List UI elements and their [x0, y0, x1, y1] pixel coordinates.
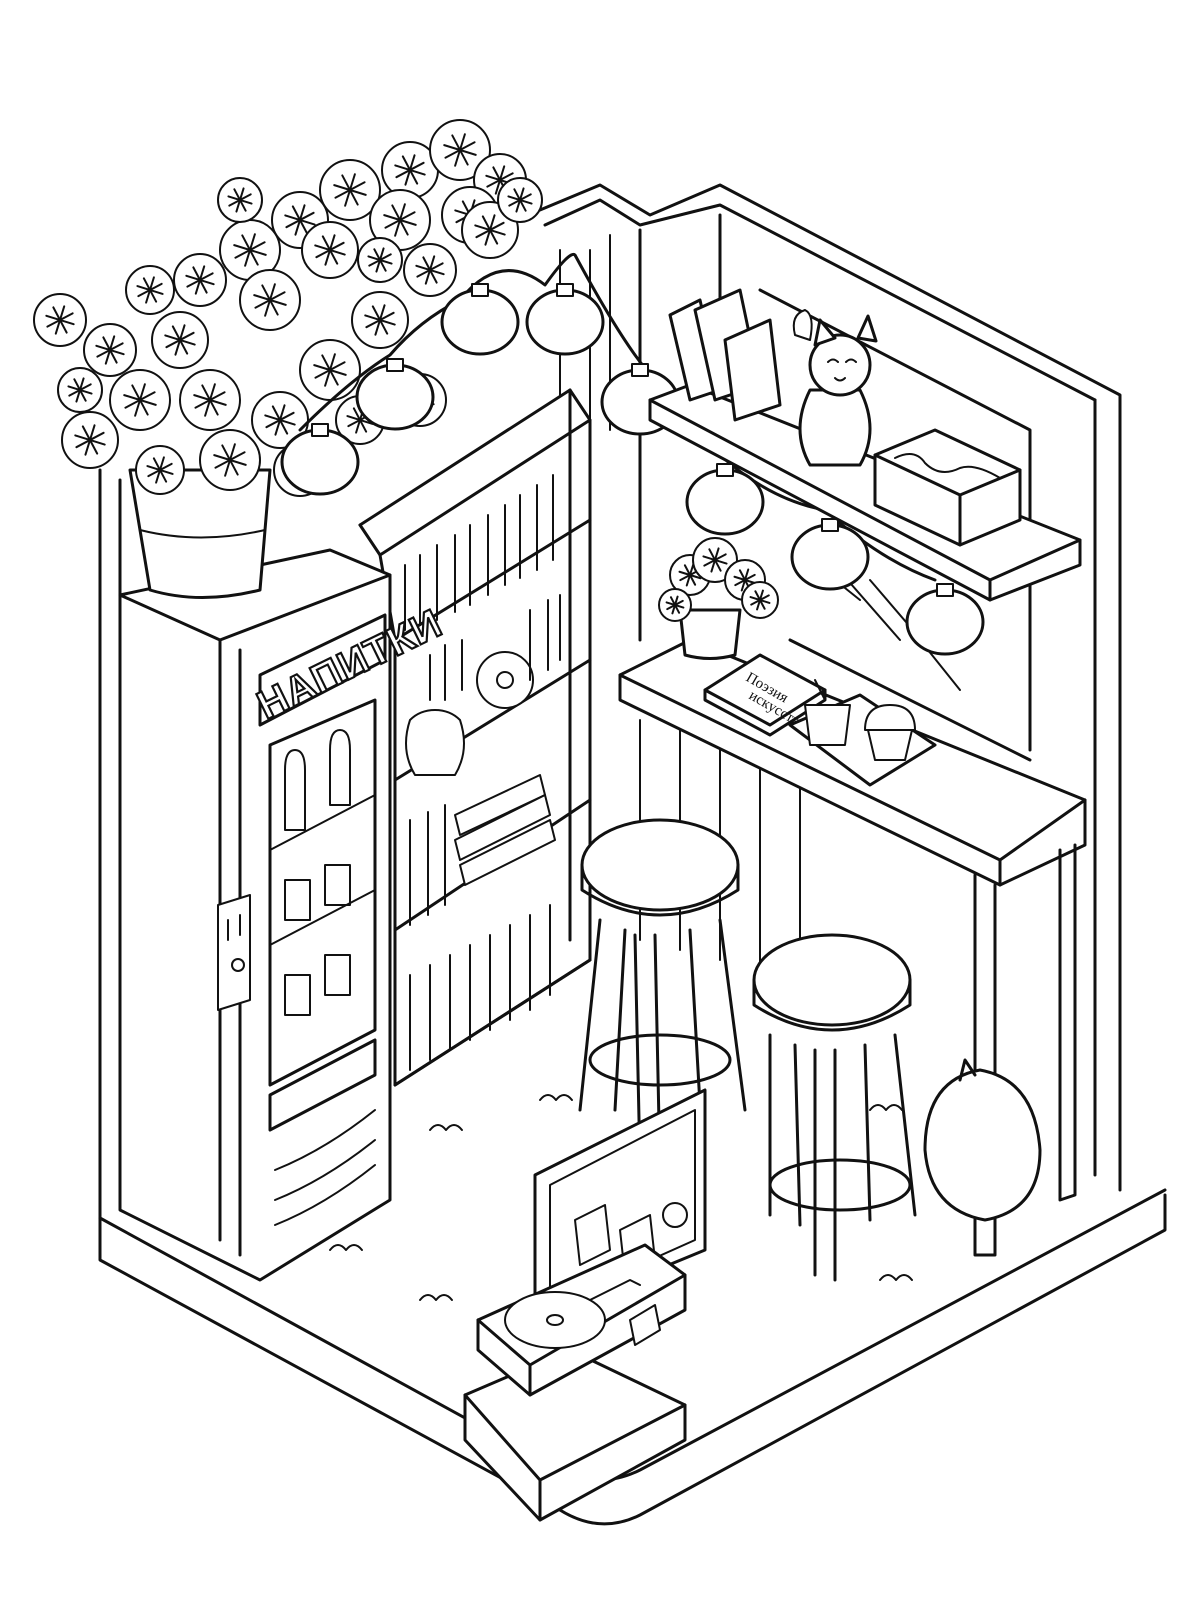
leaf-vein: [254, 291, 286, 309]
books-row-3: [409, 774, 556, 926]
wall-shelf: [648, 288, 1082, 602]
paper-lantern: [280, 428, 360, 496]
leaf-vein: [165, 331, 195, 349]
leaf-vein: [214, 451, 246, 469]
leaf-vein: [265, 411, 295, 429]
paper-lantern: [440, 288, 520, 356]
books-row-4: [409, 904, 551, 1071]
leaf-vein: [750, 594, 770, 606]
books-row-1: [404, 474, 554, 631]
bar-stool-left: [578, 818, 747, 1172]
lantern-cap: [311, 423, 329, 437]
paper-lantern: [525, 288, 605, 356]
leaf-vein: [68, 383, 92, 397]
record-player: [463, 1088, 707, 1522]
leaf-vein: [666, 599, 684, 611]
leaf-vein: [365, 311, 395, 329]
leaf-vein: [334, 181, 366, 199]
leaf-vein: [46, 312, 74, 328]
leaf-vein: [444, 141, 476, 159]
lantern-cap: [821, 518, 839, 532]
paper-lantern: [355, 363, 435, 431]
decorated-box: [873, 428, 1022, 547]
leaf-vein: [508, 193, 532, 207]
lantern-cap: [716, 463, 734, 477]
leaf-vein: [384, 211, 416, 229]
lantern-cap: [471, 283, 489, 297]
leaf-vein: [285, 211, 315, 229]
bar-counter: Поэзия искусства: [618, 537, 1087, 1257]
leaf-vein: [475, 221, 505, 239]
lantern-cap: [631, 363, 649, 377]
plant-leaves: [33, 119, 543, 497]
leaf-vein: [314, 361, 346, 379]
books-row-2: [405, 594, 561, 776]
paper-lantern: [905, 588, 985, 656]
leaf-vein: [147, 462, 173, 478]
paper-lantern: [790, 523, 870, 591]
leaf-vein: [96, 342, 124, 358]
leaf-vein: [75, 431, 105, 449]
leaf-vein: [703, 553, 727, 567]
leaf-vein: [486, 172, 514, 188]
leaf-vein: [315, 241, 345, 259]
leaf-vein: [186, 272, 214, 288]
leaf-vein: [368, 253, 392, 267]
paper-lantern: [685, 468, 765, 536]
leaf-vein: [395, 161, 425, 179]
leaf-vein: [137, 282, 163, 298]
bookshelf: [358, 388, 592, 1087]
lantern-cap: [936, 583, 954, 597]
tray-with-cup-and-muffin: [788, 679, 937, 787]
leaf-vein: [416, 262, 444, 278]
leaf-vein: [194, 391, 226, 409]
bar-stool-right: [752, 933, 917, 1282]
leaf-vein: [228, 193, 252, 207]
potted-plant: [128, 468, 272, 599]
lantern-cap: [556, 283, 574, 297]
leaf-vein: [734, 573, 756, 587]
corner-bag: [923, 1058, 1042, 1222]
lantern-cap: [386, 358, 404, 372]
leaf-vein: [234, 241, 266, 259]
leaf-vein: [124, 391, 156, 409]
lucky-cat: [792, 309, 878, 467]
string-lights: [280, 252, 985, 656]
